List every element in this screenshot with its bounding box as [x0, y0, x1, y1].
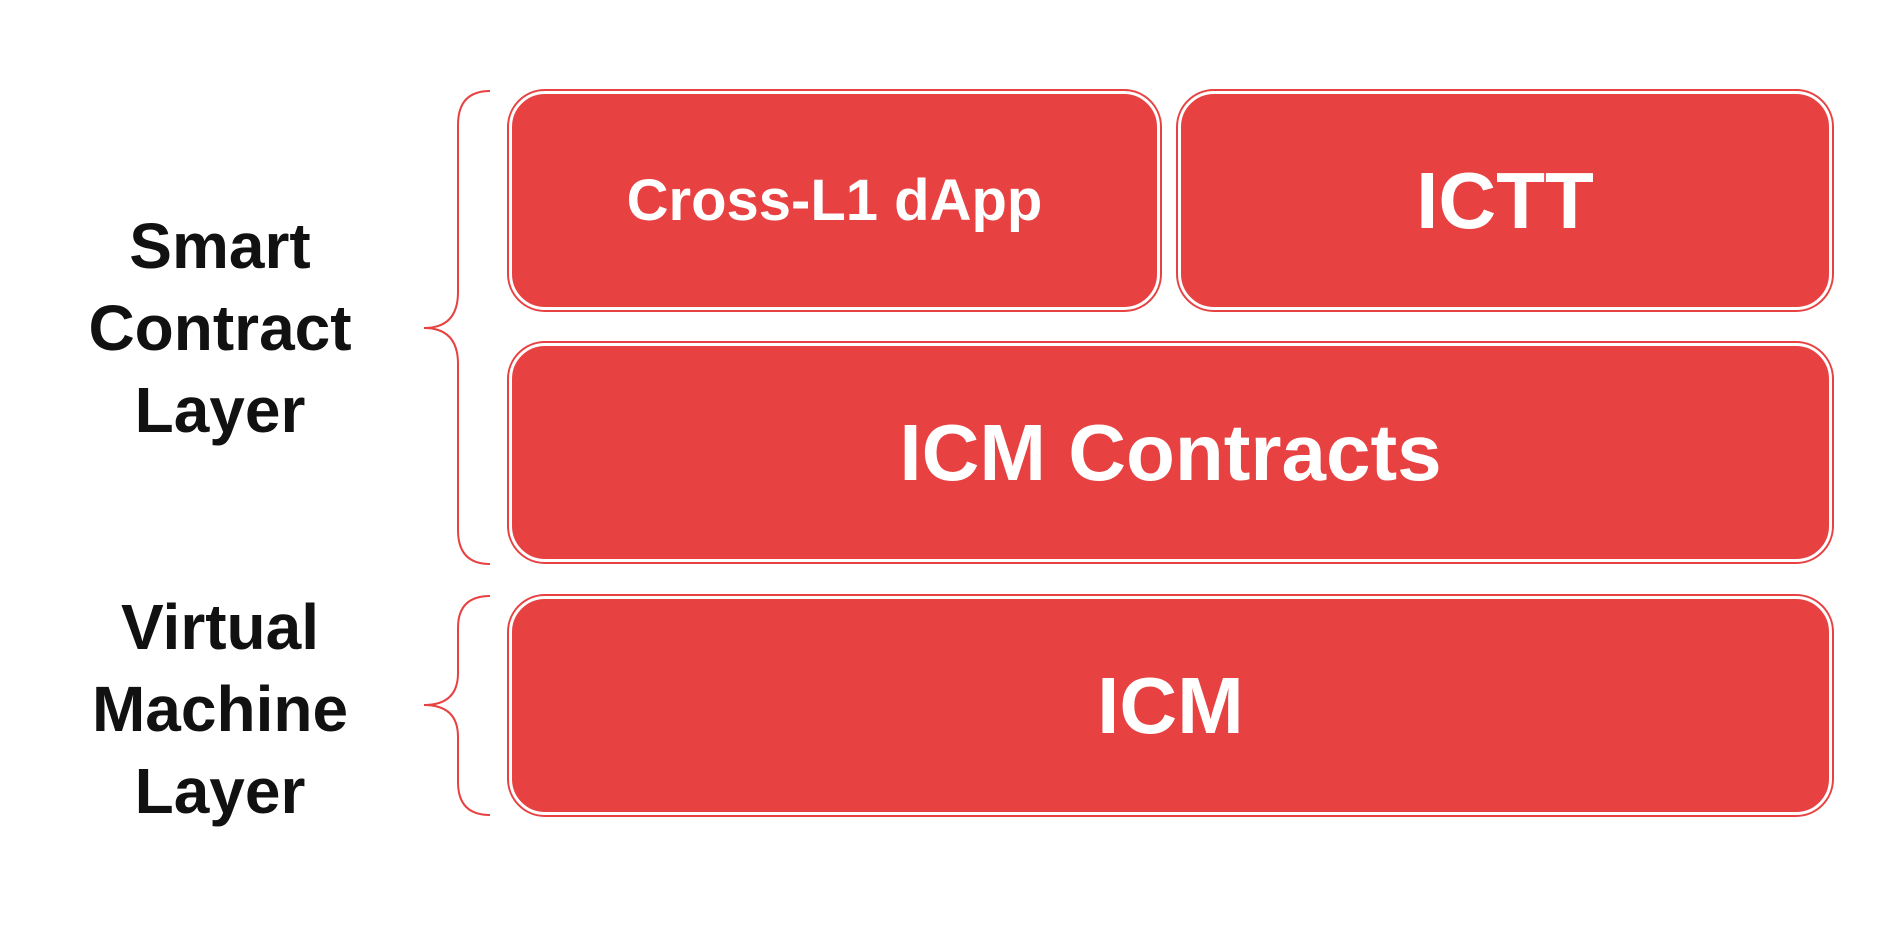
virtual-machine-layer-brace [423, 595, 491, 816]
label-line: Contract [88, 292, 352, 364]
ictt-block: ICTT [1178, 91, 1832, 310]
label-line: Machine [91, 673, 349, 745]
label-line: Smart [129, 210, 311, 282]
label-line: Layer [134, 374, 306, 446]
icm-block: ICM [509, 596, 1832, 815]
icm-contracts-block: ICM Contracts [509, 343, 1832, 562]
block-label: ICM [1097, 660, 1244, 750]
smart-contract-layer-brace [423, 90, 491, 565]
virtual-machine-layer-label: Virtual Machine Layer [40, 586, 400, 832]
smart-contract-layer-label: Smart Contract Layer [40, 205, 400, 451]
block-label: Cross-L1 dApp [626, 168, 1043, 233]
cross-l1-dapp-block: Cross-L1 dApp [509, 91, 1160, 310]
block-label: ICTT [1416, 155, 1594, 245]
label-line: Virtual [121, 591, 319, 663]
label-line: Layer [134, 755, 306, 827]
block-label: ICM Contracts [899, 407, 1442, 497]
